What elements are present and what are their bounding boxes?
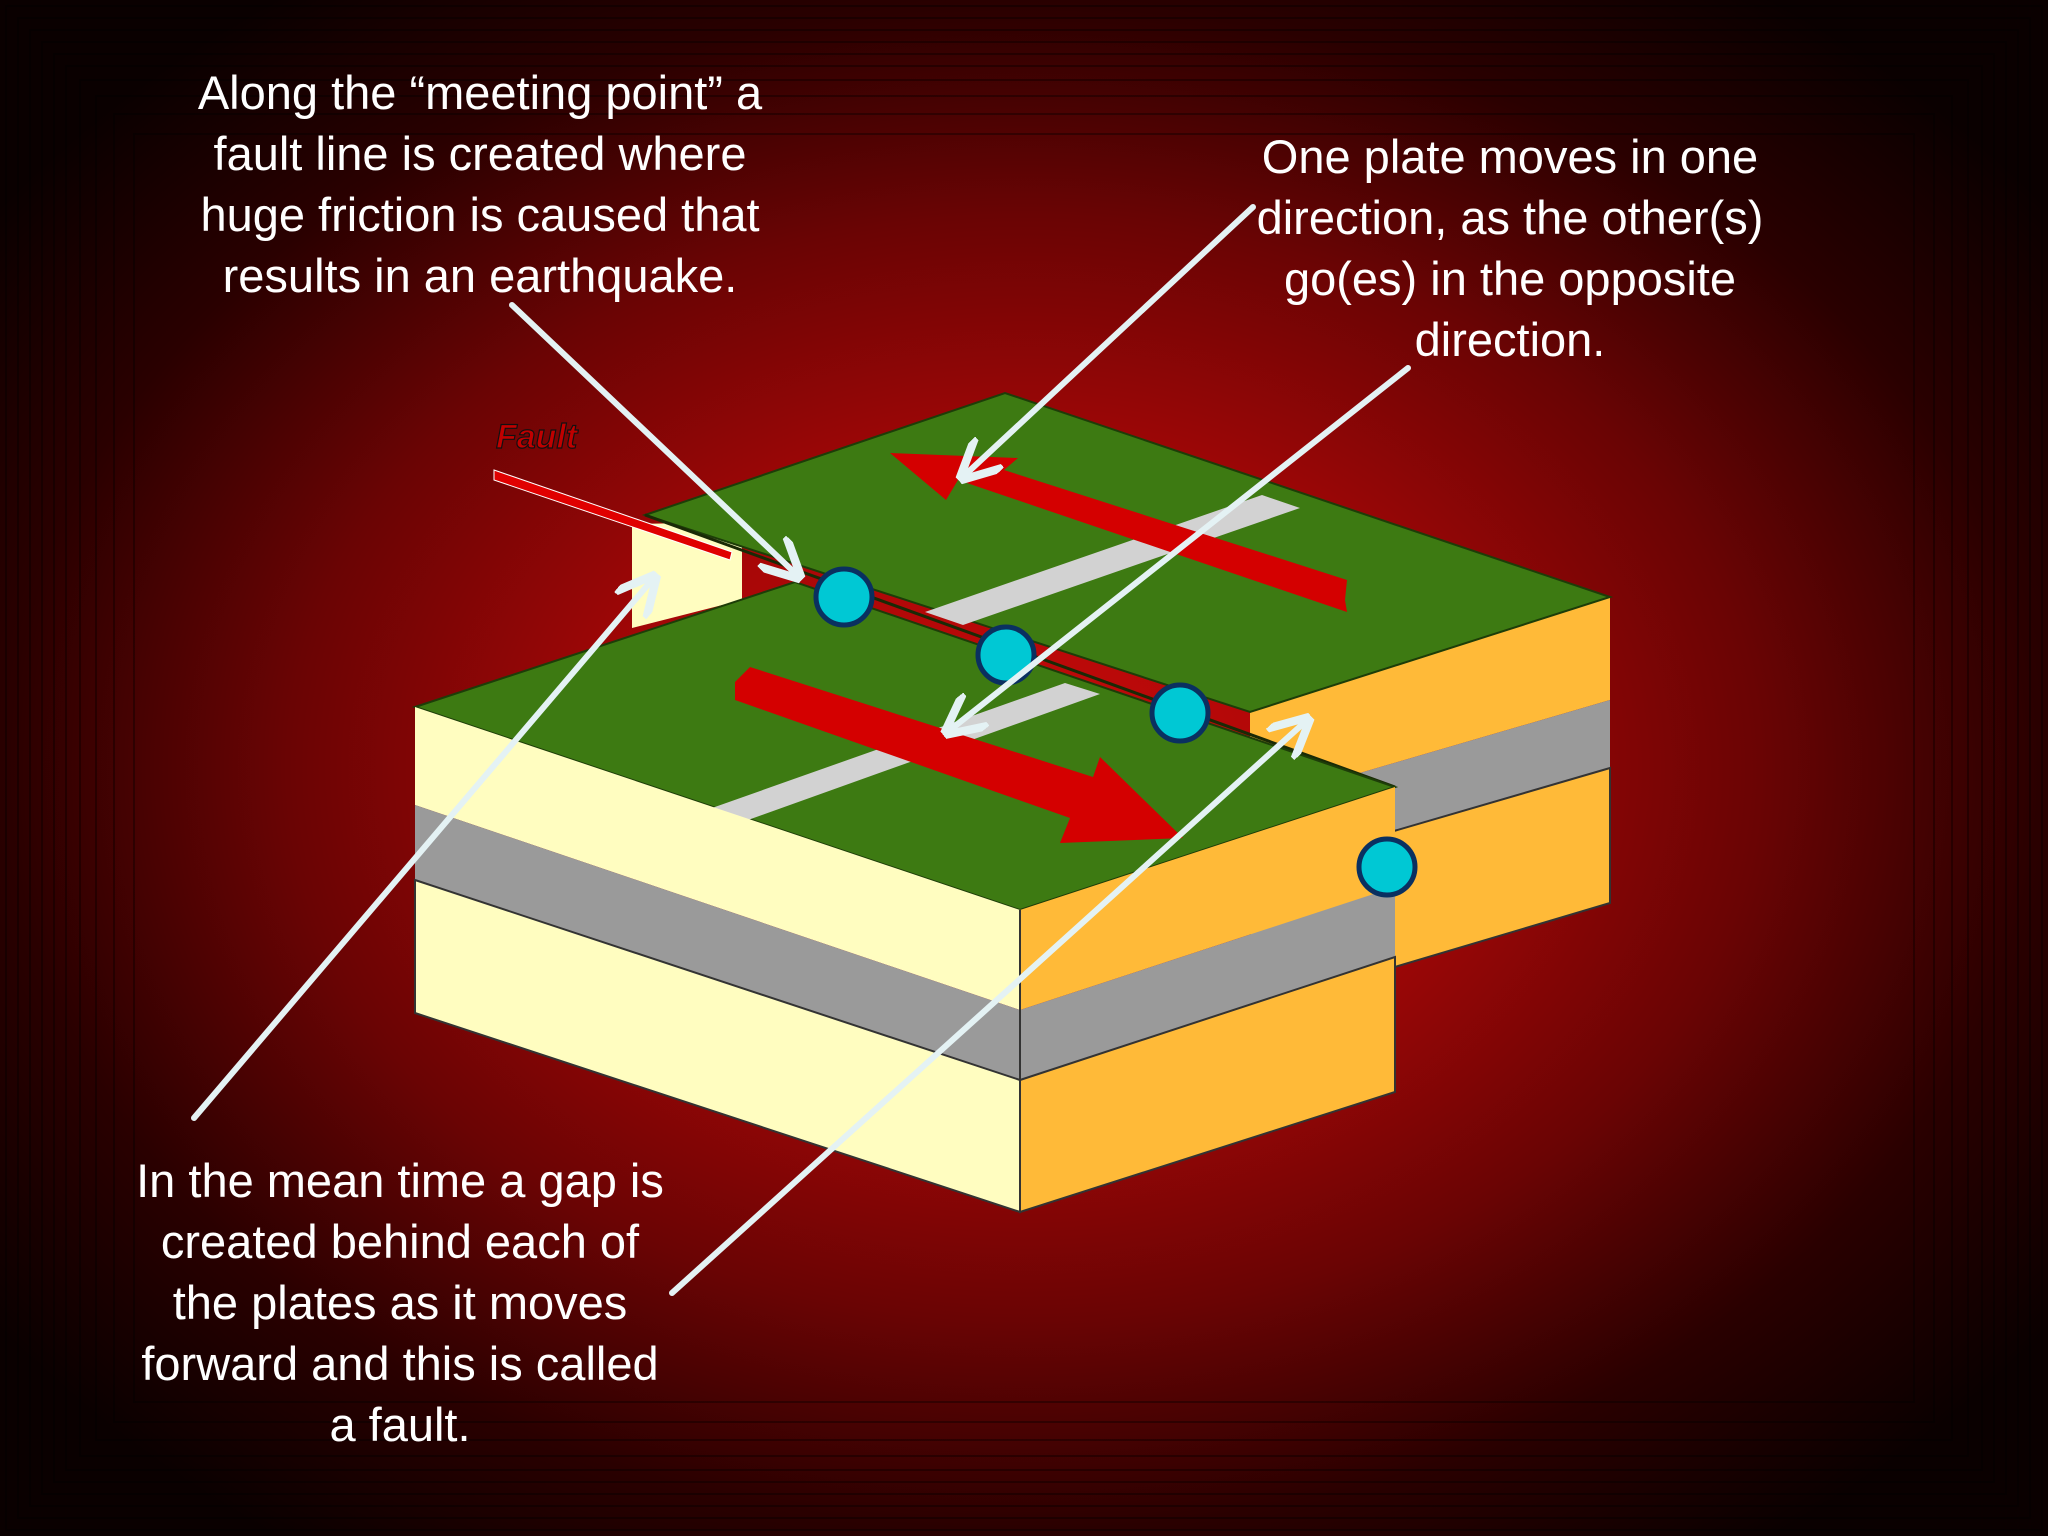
fault-label: Fault (496, 418, 579, 456)
marker-dot (1152, 685, 1208, 741)
caption-fault-line: Along the “meeting point” a fault line i… (150, 62, 810, 306)
marker-dot (978, 627, 1034, 683)
marker-dot (1359, 839, 1415, 895)
caption-plate-motion: One plate moves in one direction, as the… (1210, 126, 1810, 370)
caption-gap: In the mean time a gap is created behind… (100, 1150, 700, 1455)
marker-dot (816, 569, 872, 625)
